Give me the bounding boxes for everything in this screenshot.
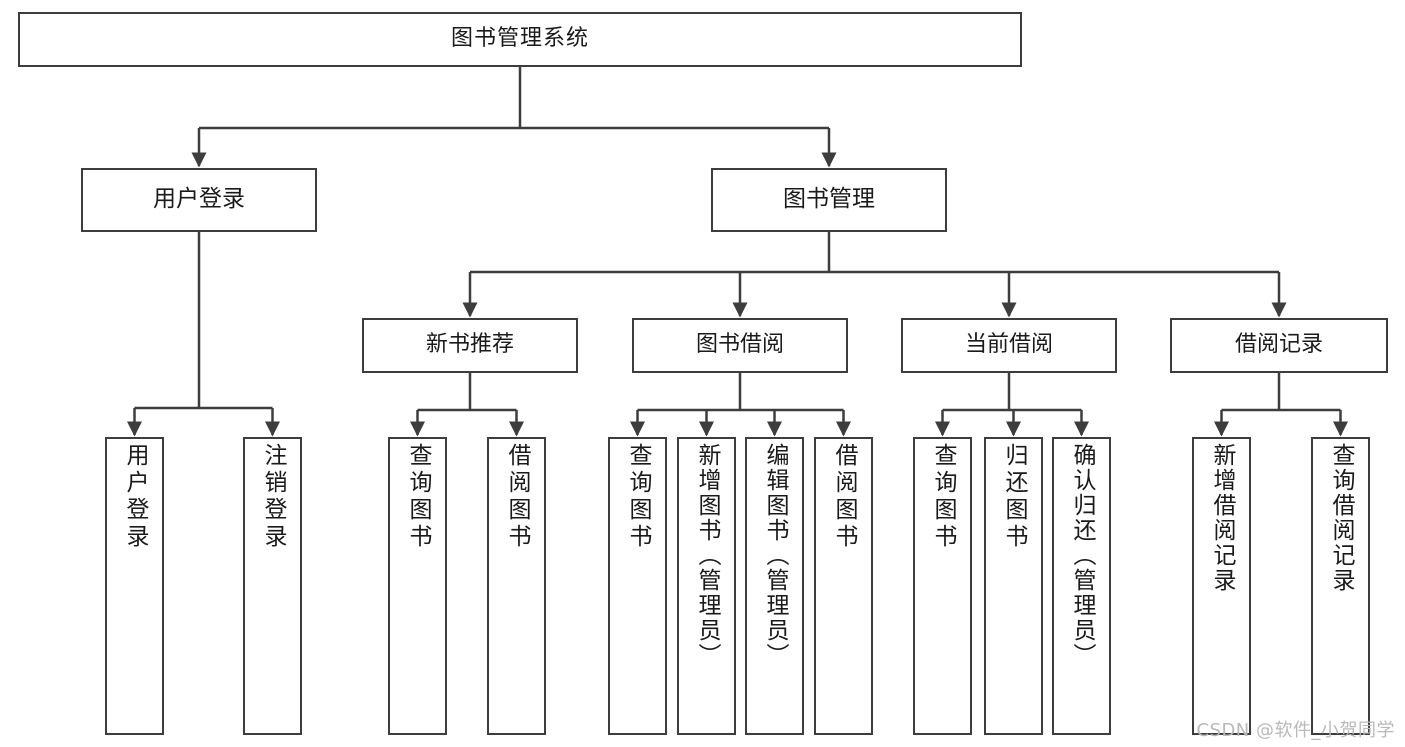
node-leaf-cur-confirm-return[interactable]: 确认归还（管理员） <box>1052 437 1111 735</box>
node-label: 借阅图书 <box>831 443 857 551</box>
node-label: 确认归还（管理员） <box>1069 443 1095 668</box>
node-leaf-user-login[interactable]: 用户登录 <box>105 437 164 735</box>
node-new-book-recommend[interactable]: 新书推荐 <box>362 318 578 373</box>
node-label: 借阅记录 <box>1234 332 1323 358</box>
node-book-borrow[interactable]: 图书借阅 <box>632 318 848 373</box>
node-label: 图书借阅 <box>695 332 784 358</box>
node-leaf-cur-query-book[interactable]: 查询图书 <box>913 437 972 735</box>
node-label: 借阅图书 <box>504 443 530 551</box>
node-label: 查询图书 <box>625 443 651 551</box>
node-root[interactable]: 图书管理系统 <box>18 12 1022 67</box>
node-label: 图书管理系统 <box>450 26 589 52</box>
node-label: 当前借阅 <box>964 332 1053 358</box>
node-label: 编辑图书（管理员） <box>762 443 788 668</box>
node-label: 查询借阅记录 <box>1328 443 1354 593</box>
node-leaf-rec-query-book[interactable]: 查询图书 <box>388 437 447 735</box>
node-book-manage[interactable]: 图书管理 <box>711 168 947 232</box>
node-label: 归还图书 <box>1001 443 1027 551</box>
node-label: 新书推荐 <box>425 332 514 358</box>
node-leaf-bor-borrow-book[interactable]: 借阅图书 <box>814 437 873 735</box>
node-borrow-record[interactable]: 借阅记录 <box>1170 318 1388 373</box>
node-leaf-user-logout[interactable]: 注销登录 <box>243 437 302 735</box>
node-leaf-cur-return-book[interactable]: 归还图书 <box>984 437 1043 735</box>
node-label: 图书管理 <box>783 186 875 213</box>
node-label: 查询图书 <box>405 443 431 551</box>
node-label: 用户登录 <box>153 186 245 213</box>
node-current-borrow[interactable]: 当前借阅 <box>901 318 1117 373</box>
node-label: 新增借阅记录 <box>1209 443 1235 593</box>
node-leaf-bor-query-book[interactable]: 查询图书 <box>608 437 667 735</box>
node-label: 新增图书（管理员） <box>694 443 720 668</box>
node-leaf-rec-borrow-book[interactable]: 借阅图书 <box>487 437 546 735</box>
node-leaf-bor-edit-book[interactable]: 编辑图书（管理员） <box>745 437 804 735</box>
node-leaf-bor-add-book[interactable]: 新增图书（管理员） <box>677 437 736 735</box>
node-label: 注销登录 <box>260 443 286 551</box>
node-leaf-rec-add-record[interactable]: 新增借阅记录 <box>1192 437 1251 735</box>
node-leaf-rec-query-record[interactable]: 查询借阅记录 <box>1311 437 1370 735</box>
node-user-login[interactable]: 用户登录 <box>81 168 317 232</box>
node-label: 查询图书 <box>930 443 956 551</box>
node-label: 用户登录 <box>122 443 148 551</box>
